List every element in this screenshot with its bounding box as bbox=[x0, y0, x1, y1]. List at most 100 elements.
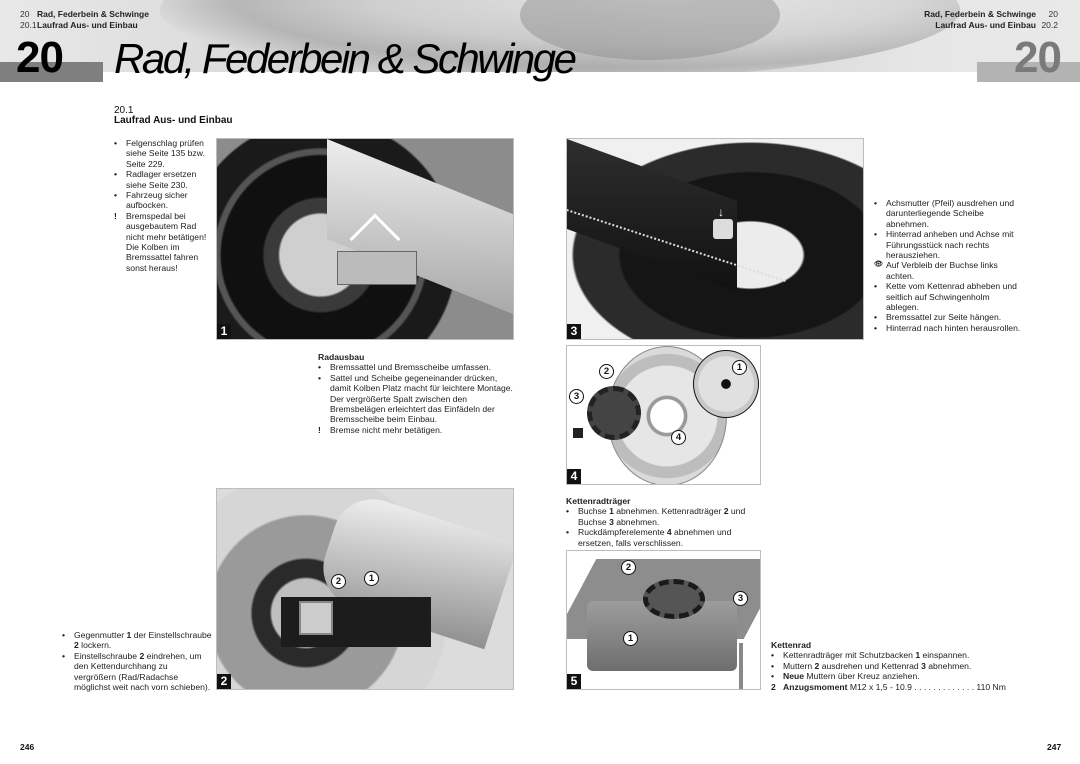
list-item-text: Bremse nicht mehr betätigen. bbox=[330, 424, 443, 435]
text-run: Muttern über Kreuz anziehen. bbox=[804, 671, 920, 682]
figure-number: 2 bbox=[217, 674, 231, 689]
list-item-text: Bremspedal bei ausgebautem Rad nicht meh… bbox=[126, 210, 207, 273]
bullet-icon: • bbox=[771, 671, 775, 682]
list-item: •Kettenradträger mit Schutzbacken 1 eins… bbox=[771, 650, 1011, 660]
bullet-icon: • bbox=[874, 322, 878, 333]
axle-block bbox=[337, 251, 417, 285]
bullet-icon: • bbox=[566, 527, 570, 538]
radausbau-instructions: Radausbau •Bremssattel und Bremsscheibe … bbox=[318, 352, 518, 435]
figure-4-exploded-wheel: 2 1 3 4 4 bbox=[566, 345, 761, 485]
list-item-text: Auf Verbleib der Buchse links achten. bbox=[886, 260, 998, 281]
torque-spec-bolt: M12 x 1,5 - 10.9 bbox=[849, 681, 912, 692]
ref-number: 3 bbox=[609, 516, 614, 527]
subsection-heading: Kettenrad bbox=[771, 640, 812, 650]
running-header-chapter-label: Rad, Federbein & Schwinge bbox=[924, 9, 1036, 19]
list-item-text: Kette vom Kettenrad abheben und seitlich… bbox=[886, 281, 1017, 313]
bullet-icon: • bbox=[771, 650, 775, 661]
bullet-icon: • bbox=[62, 650, 66, 661]
torque-label: Anzugsmoment bbox=[783, 681, 848, 692]
chapter-title: Rad, Federbein & Schwinge bbox=[114, 35, 577, 82]
section-number: 20.1 bbox=[114, 105, 134, 116]
callout-marker: 2 bbox=[599, 364, 614, 379]
bullet-icon: • bbox=[874, 229, 878, 240]
list-item: • Hinterrad nach hinten herausrollen. bbox=[874, 323, 1024, 333]
warning-icon: ! bbox=[318, 424, 321, 435]
text-run: abnehmen. bbox=[925, 660, 972, 671]
intro-list: • Felgenschlag prüfen siehe Seite 135 bzw… bbox=[114, 138, 212, 273]
list-item-text: Hinterrad nach hinten herausrollen. bbox=[886, 322, 1021, 333]
list-item-text: Achsmutter (Pfeil) ausdrehen und darunte… bbox=[886, 198, 1015, 229]
figure-2-chain-adjuster: 2 1 2 bbox=[216, 488, 514, 690]
list-item: • Radlager ersetzen siehe Seite 230. bbox=[114, 169, 212, 190]
list-item: •Achsmutter (Pfeil) ausdrehen und darunt… bbox=[874, 198, 1024, 229]
text-run: und Buchse bbox=[578, 506, 746, 527]
list-item: •Muttern 2 ausdrehen und Kettenrad 3 abn… bbox=[771, 661, 1011, 671]
bullet-icon: • bbox=[318, 362, 322, 373]
eye-icon: 👁 bbox=[874, 261, 883, 269]
running-header-chapter-num: 20 bbox=[20, 9, 30, 19]
text-run: abnehmen. Kettenradträger bbox=[613, 506, 724, 517]
list-item: •Fahrzeug sicher aufbocken. bbox=[114, 190, 212, 211]
detail-magnifier bbox=[693, 350, 759, 418]
running-header-chapter-label: Rad, Federbein & Schwinge bbox=[37, 9, 149, 19]
running-header-section-label: Laufrad Aus- und Einbau bbox=[935, 20, 1036, 30]
callout-marker: 3 bbox=[569, 389, 584, 404]
bullet-icon: • bbox=[114, 138, 118, 148]
chapter-tab-left bbox=[0, 62, 103, 82]
text-run: eindrehen, um den Kettendurchhang zu ver… bbox=[74, 650, 211, 693]
step-ref: 2 bbox=[771, 681, 776, 692]
ref-number: 2 bbox=[814, 660, 820, 671]
vise-handle bbox=[739, 643, 743, 689]
figure-1-brake-caliper: 1 bbox=[216, 138, 514, 340]
text-run: einspannen. bbox=[920, 650, 970, 661]
bushing-drawing bbox=[573, 428, 583, 438]
callout-marker: 4 bbox=[671, 430, 686, 445]
ref-number: 2 bbox=[74, 640, 79, 651]
page-number-right: 247 bbox=[1047, 742, 1062, 752]
list-item: •Neue Muttern über Kreuz anziehen. bbox=[771, 671, 1011, 681]
callout-marker: 2 bbox=[621, 560, 636, 575]
ref-number: 1 bbox=[609, 506, 614, 517]
list-item-warning: !Bremspedal bei ausgebautem Rad nicht me… bbox=[114, 211, 212, 273]
ref-number: 2 bbox=[723, 506, 729, 517]
text-run: Einstellschraube bbox=[74, 650, 140, 661]
text-run: Gegenmutter bbox=[74, 630, 127, 640]
ref-number: 1 bbox=[126, 630, 132, 640]
running-header-section-num: 20.1 bbox=[20, 20, 37, 30]
ref-number: 2 bbox=[139, 650, 145, 661]
text-run: abnehmen. bbox=[613, 516, 660, 527]
list-item-text: Radlager ersetzen siehe Seite 230. bbox=[126, 169, 197, 190]
list-item: •Buchse 1 abnehmen. Kettenradträger 2 un… bbox=[566, 506, 766, 527]
text-run: Ruckdämpferelemente bbox=[578, 527, 667, 538]
section-title: Laufrad Aus- und Einbau bbox=[114, 115, 233, 126]
chapter-header-banner bbox=[0, 0, 1080, 82]
list-item: •Gegenmutter 1 der Einstellschraube 2 lo… bbox=[62, 630, 212, 651]
bullet-icon: • bbox=[874, 281, 878, 292]
running-header-chapter-num: 20 bbox=[1048, 9, 1058, 19]
list-item: • Einstellschraube 2 eindrehen, um den Ke… bbox=[62, 651, 212, 693]
list-item: • Hinterrad anheben und Achse mit Führung… bbox=[874, 229, 1024, 260]
callout-marker: 1 bbox=[732, 360, 747, 375]
figure-3-rear-axle-nut: ↓ 3 bbox=[566, 138, 864, 340]
list-item: • Kette vom Kettenrad abheben und seitlic… bbox=[874, 281, 1024, 312]
chapter-number-left: 20 bbox=[16, 33, 64, 82]
bullet-icon: • bbox=[874, 312, 878, 323]
list-item-text: Hinterrad anheben und Achse mit Führungs… bbox=[886, 229, 1014, 261]
kettenrad-instructions: Kettenrad • Kettenradträger mit Schutzbac… bbox=[771, 640, 1011, 692]
sprocket-drawing bbox=[587, 386, 641, 440]
arrow-down-icon: ↓ bbox=[718, 205, 724, 219]
text-run: abnehmen und ersetzen, falls verschlisse… bbox=[578, 527, 732, 548]
list-item-text: Bremssattel zur Seite hängen. bbox=[886, 312, 1002, 323]
text-run: Kettenradträger mit Schutzbacken bbox=[783, 650, 916, 661]
chain-adjust-instructions: •Gegenmutter 1 der Einstellschraube 2 lo… bbox=[62, 630, 212, 692]
ref-number: 3 bbox=[921, 660, 926, 671]
bullet-icon: • bbox=[318, 372, 322, 383]
list-item-note: 👁Auf Verbleib der Buchse links achten. bbox=[874, 260, 1024, 281]
list-item-text: Felgenschlag prüfen siehe Seite 135 bzw.… bbox=[126, 138, 205, 169]
bullet-icon: • bbox=[114, 169, 118, 180]
list-item-text: Bremssattel und Bremsscheibe umfassen. bbox=[330, 362, 491, 373]
swingarm-shape bbox=[327, 139, 513, 316]
callout-marker: 1 bbox=[364, 571, 379, 586]
